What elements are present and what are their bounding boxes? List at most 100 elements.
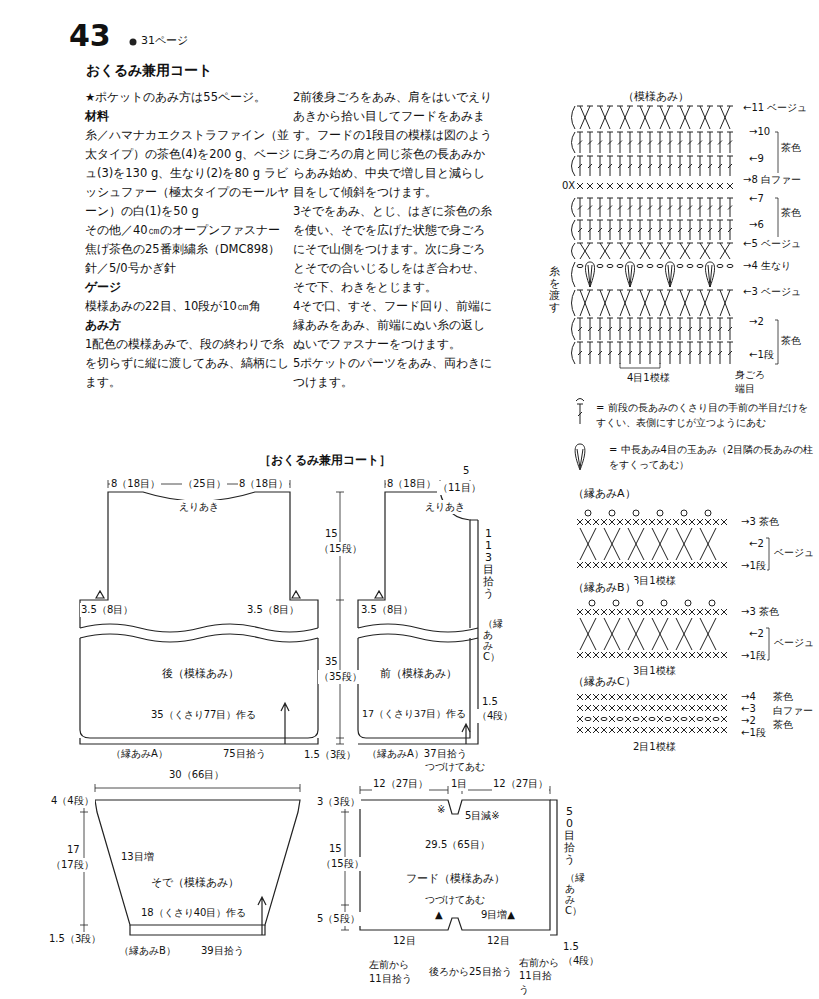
stitch-symbol: [628, 327, 632, 331]
stitch-symbol: [717, 290, 723, 291]
stitch-symbol: [601, 705, 607, 711]
stitch-symbol: [609, 562, 615, 568]
chain-stitch: [665, 717, 671, 720]
stitch-symbol: [590, 265, 592, 287]
label-text: えりあき: [424, 500, 466, 514]
stitch-symbol: [705, 705, 711, 711]
label-text: 12目: [486, 934, 511, 948]
stitch-symbol: [705, 562, 711, 568]
stitch-symbol: [713, 652, 719, 658]
stitch-symbol: [660, 243, 670, 259]
label-text: 5（5段）: [316, 912, 361, 926]
piece-label: 前（模様あみ）: [378, 666, 459, 681]
stitch-symbol: [698, 327, 702, 331]
stitch-symbol: [707, 106, 713, 107]
stitch-symbol: [641, 652, 647, 658]
stitch-symbol: [648, 351, 652, 355]
stitch-symbol: [660, 243, 670, 259]
stitch-symbol: [637, 318, 643, 319]
stitch-symbol: [620, 243, 630, 259]
stitch-symbol: [625, 652, 631, 658]
stitch-symbol: [577, 132, 583, 133]
stitch-symbol: [641, 716, 647, 722]
picot: [709, 600, 715, 606]
stitch-symbol: [697, 609, 703, 615]
stitch-symbol: [687, 198, 693, 199]
stitch-symbol: [601, 727, 607, 733]
stitch-symbol: [617, 652, 623, 658]
stitch-symbol: [657, 652, 663, 658]
stitch-symbol: [718, 228, 722, 232]
label-text: （4段）: [476, 709, 514, 723]
label-text: 5目減※: [464, 809, 501, 823]
stitch-symbol: [633, 705, 639, 711]
label-text: 左前から 11目拾う: [368, 958, 418, 985]
stitch-symbol: [721, 652, 727, 658]
label-text: 茶色: [780, 206, 802, 220]
label-text: 3目1模様: [632, 664, 677, 678]
picot: [681, 510, 687, 516]
stitch-symbol: [618, 351, 622, 355]
stitch-symbol: [673, 727, 679, 733]
stitch-symbol: [705, 609, 711, 615]
label-text: ベージュ: [773, 636, 815, 650]
stitch-symbol: [660, 290, 670, 316]
stitch-symbol: [727, 318, 733, 319]
stitch-symbol: [698, 206, 702, 210]
stitch-symbol: [617, 727, 623, 733]
stitch-symbol: [577, 342, 583, 343]
legend-symbol: [576, 399, 584, 425]
label-text: →4 生なり: [742, 259, 792, 273]
stitch-symbol: [658, 141, 662, 145]
label-text: その他／40㎝のオープンファスナー 焦げ茶色の25番刺繍糸（DMC898）: [85, 221, 291, 259]
stitch-symbol: [617, 609, 623, 615]
stitch-symbol: [649, 519, 655, 525]
stitch-symbol: [727, 290, 733, 291]
stitch-symbol: [608, 327, 612, 331]
stitch-symbol: [618, 228, 622, 232]
stitch-symbol: [585, 705, 591, 711]
stitch-symbol: [627, 290, 633, 291]
stitch-symbol: [697, 198, 703, 199]
stitch-symbol: [673, 609, 679, 615]
stitch-symbol: [585, 727, 591, 733]
stitch-symbol: [721, 716, 727, 722]
label-text: 35（くさり77目）作る: [150, 708, 257, 722]
sleeve-outline: [95, 800, 300, 925]
label-text: 1配色の模様あみで、段の終わりで糸を切らずに縦に渡してあみ、縞柄にします。: [85, 335, 291, 392]
stitch-symbol: [717, 132, 723, 133]
stitch-symbol: [697, 519, 703, 525]
stitch-symbol: [697, 652, 703, 658]
puff-stitch: [585, 262, 594, 287]
stitch-symbol: [707, 243, 713, 244]
stitch-symbol: [577, 652, 583, 658]
direction-arrow: [462, 724, 470, 744]
stitch-symbol: [649, 694, 655, 700]
chain-stitch: [577, 264, 583, 267]
stitch-symbol: [609, 609, 615, 615]
legend-text: = 前段の長あみのくさり目の手前の半目だけをすくい、表側にすじが立つようにあむ: [595, 400, 814, 430]
stitch-symbol: [689, 716, 695, 722]
stitch-symbol: [678, 141, 682, 145]
stitch-symbol: [625, 694, 631, 700]
stitch-symbol: [697, 705, 703, 711]
stitch-symbol: [628, 528, 644, 560]
stitch-symbol: [617, 290, 623, 291]
stitch-symbol: [657, 183, 663, 189]
stitch-symbol: [577, 716, 583, 722]
stitch-symbol: [713, 694, 719, 700]
label-text: 4（4段）: [50, 794, 95, 808]
stitch-symbol: [641, 609, 647, 615]
stitch-symbol: [593, 727, 599, 733]
stitch-symbol: [609, 519, 615, 525]
picot: [705, 510, 711, 516]
label-text: （模様あみ）: [622, 90, 690, 105]
stitch-symbol: [609, 705, 615, 711]
stitch-symbol: [713, 652, 719, 658]
stitch-symbol: [668, 141, 672, 145]
stitch-symbol: [627, 342, 633, 343]
stitch-symbol: [638, 141, 642, 145]
stitch-symbol: [713, 694, 719, 700]
stitch-symbol: [697, 132, 703, 133]
stitch-symbol: [585, 652, 591, 658]
